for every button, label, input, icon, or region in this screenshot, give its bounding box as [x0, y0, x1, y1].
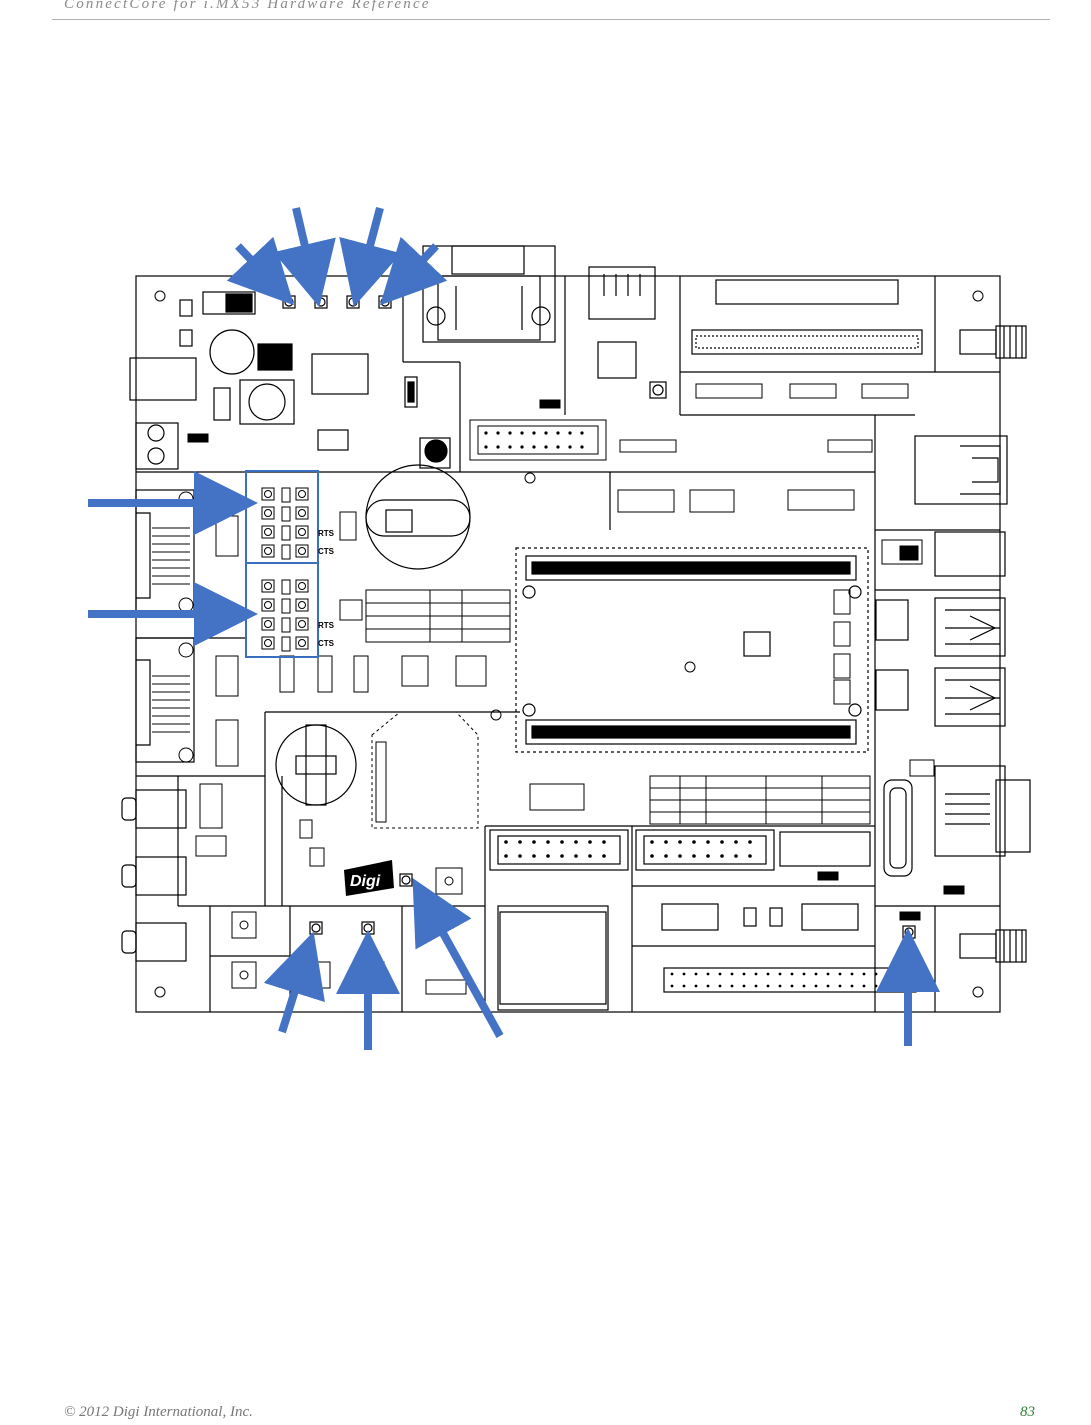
cpu-module — [516, 548, 868, 752]
silk-rts-2: RTS — [318, 621, 335, 630]
battery-holder — [276, 465, 470, 805]
arrow-bottom-1 — [282, 962, 304, 1032]
right-ports — [876, 436, 1030, 876]
rf-module — [372, 712, 478, 828]
page-number: 83 — [1020, 1404, 1035, 1421]
switch-blocks — [216, 512, 510, 766]
arrow-top-2 — [296, 208, 312, 276]
mounting-holes — [155, 291, 983, 997]
silk-rts-1: RTS — [318, 529, 335, 538]
left-connectors — [122, 358, 196, 961]
top-db9 — [427, 276, 550, 340]
small-headers — [470, 384, 908, 512]
db9-stripes — [152, 528, 190, 732]
bottom-headers — [490, 830, 916, 1010]
leds — [283, 296, 915, 938]
usb-area — [598, 274, 666, 398]
footer-copyright: © 2012 Digi International, Inc. — [64, 1404, 253, 1421]
small-components — [188, 400, 964, 994]
lcd-connector — [692, 280, 1026, 962]
digi-logo-text: Digi — [350, 873, 381, 890]
silk-cts-1: CTS — [318, 547, 335, 556]
jumper-blocks — [262, 488, 308, 651]
arrow-bottom-3 — [428, 906, 500, 1036]
arrow-top-3 — [362, 208, 380, 276]
power-area — [180, 292, 450, 468]
silk-cts-2: CTS — [318, 639, 335, 648]
digi-logo: Digi — [344, 860, 394, 896]
